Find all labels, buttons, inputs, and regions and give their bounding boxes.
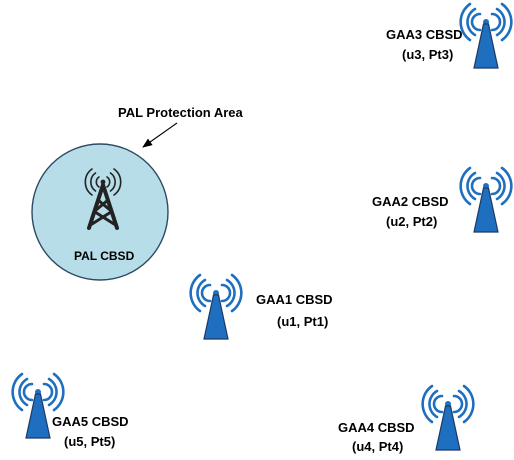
pal-cbsd-label: PAL CBSD — [74, 249, 135, 263]
gaa4-params-label: (u4, Pt4) — [352, 439, 403, 454]
gaa4-name-label: GAA4 CBSD — [338, 420, 415, 435]
gaa1-name-label: GAA1 CBSD — [256, 292, 333, 307]
gaa5-name-label: GAA5 CBSD — [52, 414, 129, 429]
protection-area-arrow — [142, 122, 178, 148]
gaa1-tower-icon — [189, 273, 243, 341]
gaa4-tower-icon — [421, 384, 475, 452]
gaa3-params-label: (u3, Pt3) — [402, 47, 453, 62]
gaa2-tower-icon — [459, 166, 513, 234]
gaa2-params-label: (u2, Pt2) — [386, 214, 437, 229]
gaa1-params-label: (u1, Pt1) — [277, 314, 328, 329]
gaa3-tower-icon — [459, 2, 513, 70]
pal-protection-area-circle — [31, 143, 169, 281]
protection-area-label: PAL Protection Area — [118, 105, 244, 120]
gaa2-name-label: GAA2 CBSD — [372, 194, 449, 209]
gaa3-name-label: GAA3 CBSD — [386, 27, 463, 42]
gaa5-params-label: (u5, Pt5) — [64, 434, 115, 449]
